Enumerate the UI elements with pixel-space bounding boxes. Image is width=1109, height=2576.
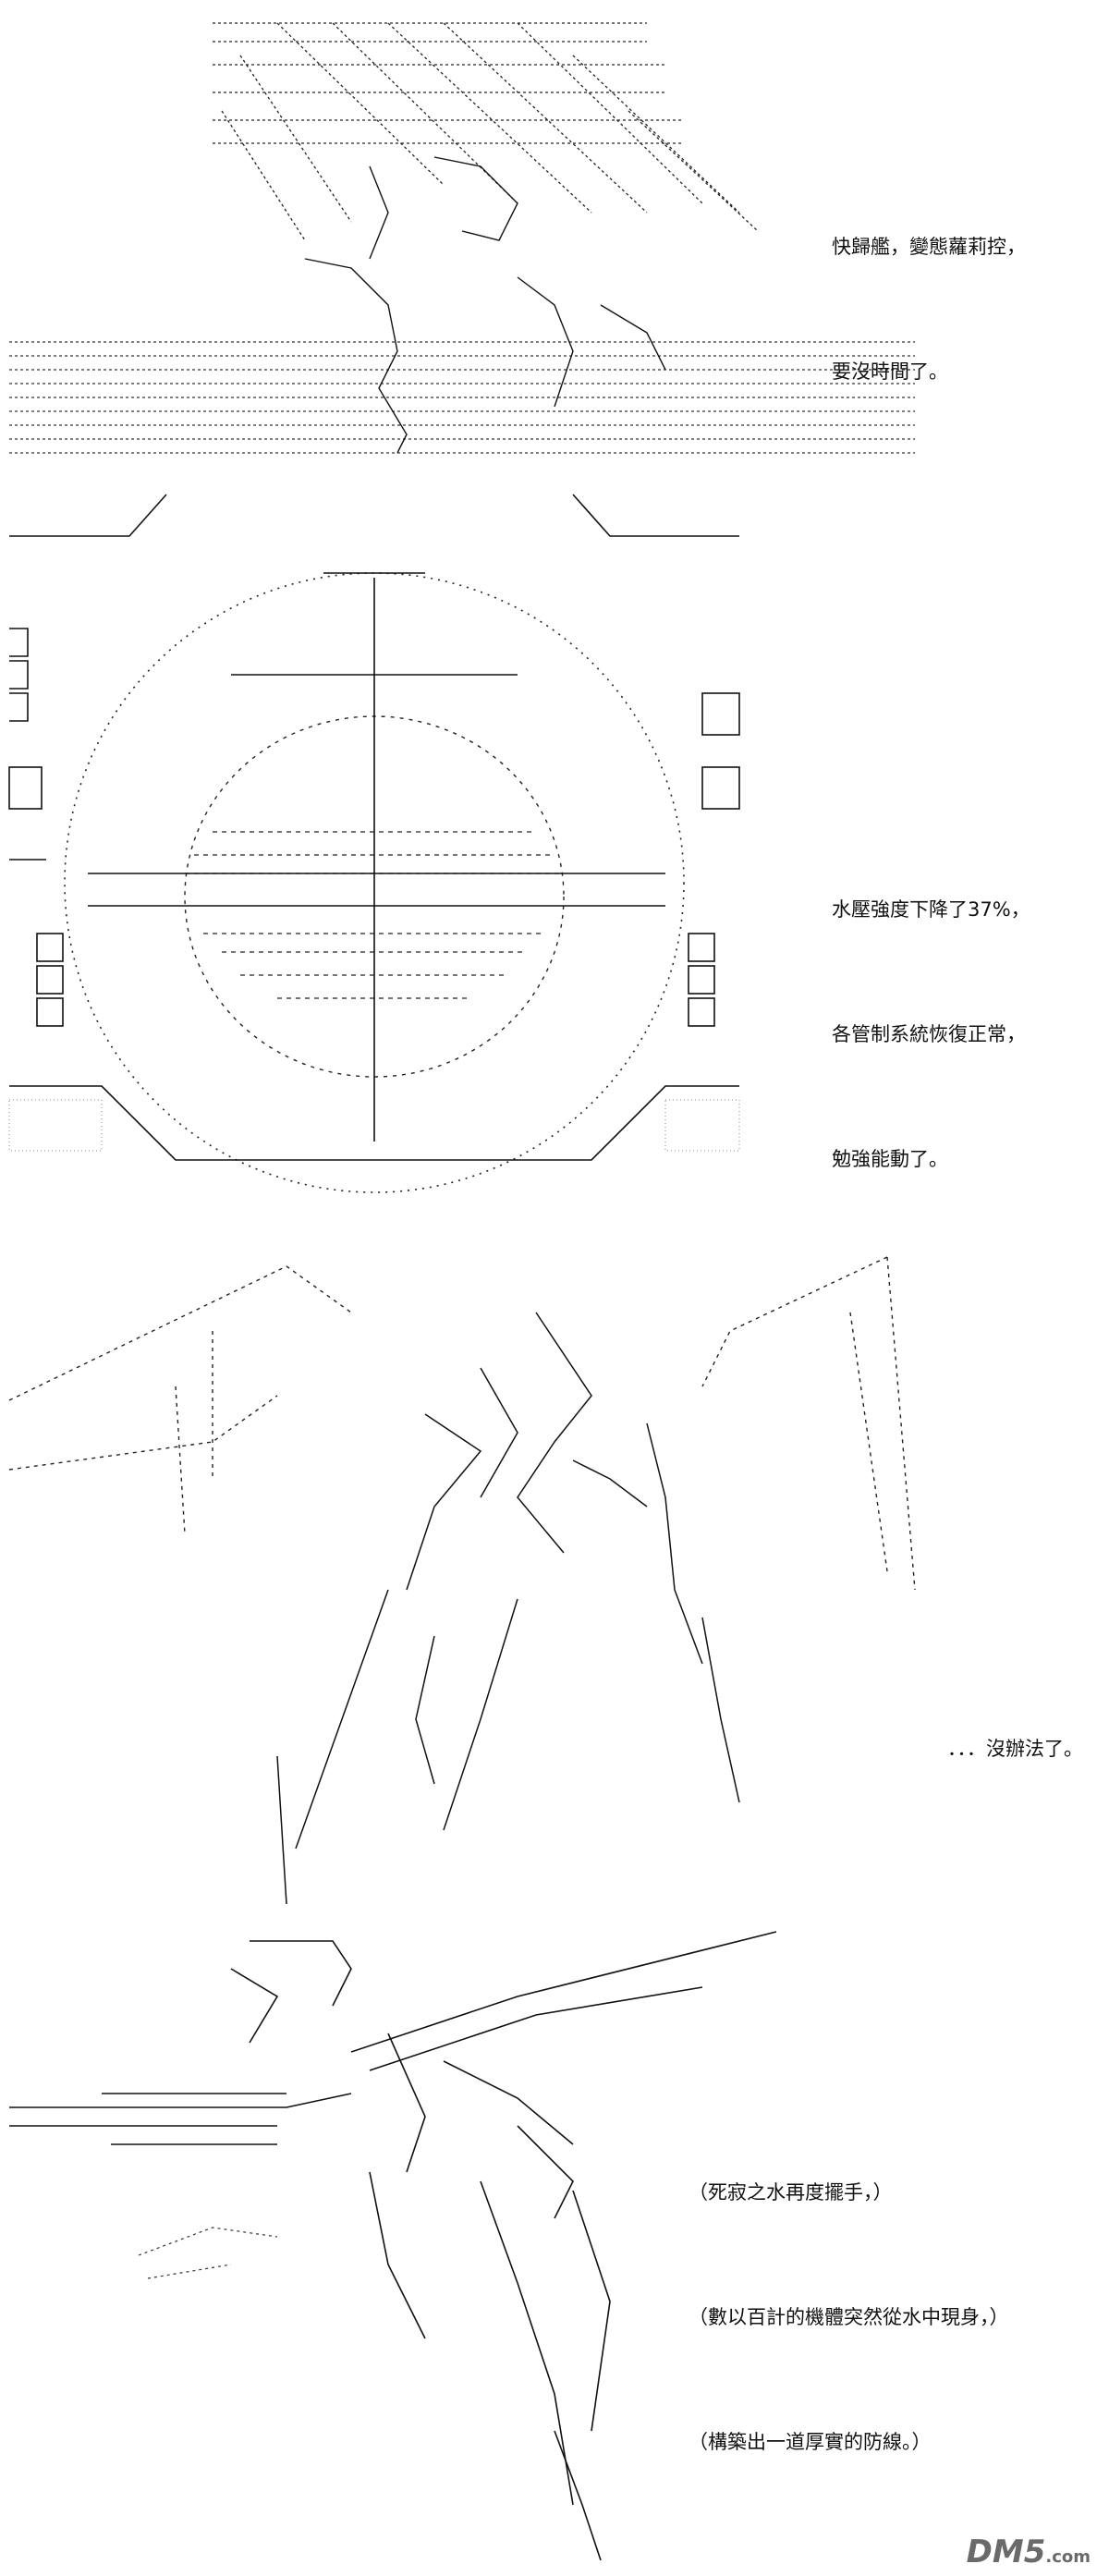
caption-line: （構築出一道厚實的防線。） xyxy=(689,2431,932,2453)
watermark-text: DM5 xyxy=(966,2533,1046,2570)
panel-2: 水壓強度下降了37%， 各管制系統恢復正常， 勉強能動了。 xyxy=(0,555,1109,1202)
caption-line: 勉強能動了。 xyxy=(832,1148,948,1170)
caption-line: （數以百計的機體突然從水中現身，） xyxy=(689,2306,1009,2328)
panel-4: （死寂之水再度擺手，） （數以百計的機體突然從水中現身，） （構築出一道厚實的防… xyxy=(0,1913,1109,2576)
panel-4-ascii-art xyxy=(9,1931,777,2561)
watermark-suffix: .com xyxy=(1045,2547,1091,2567)
caption-line: 水壓強度下降了37%， xyxy=(832,898,1030,921)
panel-1: 快歸艦，變態蘿莉控， 要沒時間了。 xyxy=(0,0,1109,555)
panel-3: ．．．沒辦法了。 xyxy=(0,1202,1109,1913)
caption-line: 要沒時間了。 xyxy=(832,360,948,383)
panel-3-ascii-art xyxy=(8,1256,916,1905)
caption-line: （死寂之水再度擺手，） xyxy=(689,2181,893,2204)
caption-line: 快歸艦，變態蘿莉控， xyxy=(832,236,1026,258)
panel-2-ascii-art xyxy=(8,572,740,1193)
watermark: DM5.com xyxy=(967,2533,1091,2570)
panel-1-ascii-art xyxy=(9,22,915,537)
panel-1-caption: 快歸艦，變態蘿莉控， 要沒時間了。 xyxy=(832,143,1026,476)
caption-line: 各管制系統恢復正常， xyxy=(832,1023,1026,1045)
panel-4-caption: （死寂之水再度擺手，） （數以百計的機體突然從水中現身，） （構築出一道厚實的防… xyxy=(689,2089,1009,2546)
panel-3-caption: ．．．沒辦法了。 xyxy=(947,1645,1083,1853)
caption-line: ．．．沒辦法了。 xyxy=(947,1738,1083,1760)
panel-2-caption: 水壓強度下降了37%， 各管制系統恢復正常， 勉強能動了。 xyxy=(832,806,1030,1264)
